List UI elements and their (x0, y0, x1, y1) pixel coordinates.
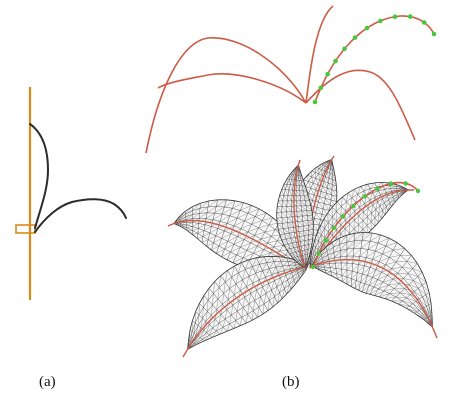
skeleton-curve-highlighted (314, 15, 435, 103)
skeleton-curve-left-outer (145, 37, 307, 154)
control-point (325, 71, 330, 77)
control-point (403, 181, 408, 186)
control-point (378, 18, 383, 24)
petal-center-left-center-curve (293, 159, 306, 269)
skeleton-curve-right (305, 69, 416, 141)
control-point (431, 31, 437, 37)
control-point (333, 58, 338, 64)
panel-b-mesh-flower (167, 155, 438, 358)
panel-a-sketch (15, 87, 127, 300)
control-point (331, 225, 336, 231)
control-point (340, 214, 346, 219)
control-point (316, 251, 321, 256)
control-point (351, 203, 356, 209)
skeleton-curve-left-inner (157, 73, 307, 104)
control-point (352, 35, 358, 40)
control-point (310, 264, 316, 270)
control-point (323, 238, 328, 243)
control-point (342, 46, 347, 52)
axis-marker-box (15, 224, 36, 234)
control-point (318, 85, 324, 91)
control-point (388, 181, 394, 186)
skeleton-curve-center (305, 5, 334, 104)
control-point (421, 20, 427, 25)
petal-sketch-stroke (29, 123, 127, 233)
control-point (312, 99, 318, 105)
control-point (362, 194, 367, 199)
petal-center-left (276, 159, 314, 269)
control-points-top (312, 14, 437, 105)
petal-right-lower (311, 232, 438, 339)
control-point (415, 188, 421, 194)
petal-right-lower-center-curve (311, 258, 438, 339)
control-point (364, 25, 370, 31)
control-point (407, 14, 413, 19)
petal-left-lower (182, 255, 309, 358)
caption-a: (a) (39, 374, 56, 390)
petal-left-lower-center-curve (182, 265, 309, 358)
panel-b-curve-skeleton (145, 5, 437, 154)
control-point (392, 14, 398, 19)
control-points-bottom (310, 181, 421, 270)
caption-b: (b) (282, 374, 300, 390)
control-point (375, 186, 380, 191)
